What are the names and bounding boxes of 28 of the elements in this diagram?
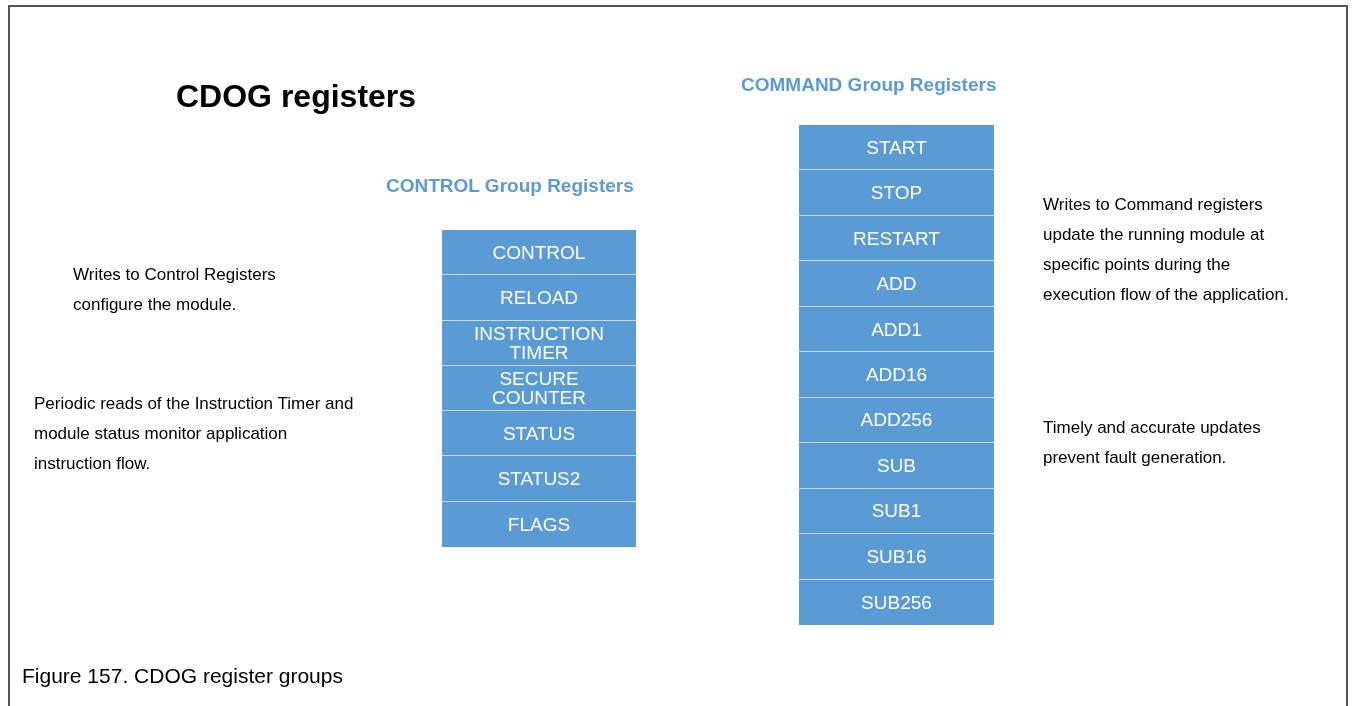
register-cell: FLAGS (442, 501, 636, 547)
register-stack (442, 230, 636, 547)
register-cell: SECURE COUNTER (442, 365, 636, 412)
register-cell: ADD256 (799, 397, 994, 444)
register-cell: SUB16 (799, 534, 994, 580)
register-cell: RELOAD (442, 275, 636, 321)
register-cell: SUB256 (799, 579, 994, 625)
register-cell: ADD16 (799, 352, 994, 398)
register-cell: SUB (799, 443, 994, 489)
annotation-note: Writes to Command registers update the running module at specific points during the execution flow of the application. (1043, 194, 1290, 306)
register-cell: START (799, 125, 994, 171)
diagram-title: CDOG registers (176, 78, 417, 115)
register-cell: STATUS (442, 411, 636, 457)
register-cell: STOP (799, 170, 994, 216)
register-cell: CONTROL (442, 230, 636, 276)
register-cell: STATUS2 (442, 456, 636, 502)
group-heading: COMMAND Group Registers (741, 74, 997, 96)
register-cell: RESTART (799, 215, 994, 262)
annotation-note: Periodic reads of the Instruction Timer and module status monitor application instruction flow. (34, 393, 355, 475)
register-cell: SUB1 (799, 488, 994, 535)
register-cell: ADD1 (799, 306, 994, 353)
group-heading: CONTROL Group Registers (386, 175, 634, 197)
register-stack (799, 125, 994, 625)
figure-caption: Figure 157. CDOG register groups (22, 664, 343, 688)
annotation-note: Writes to Control Registers configure the module. (73, 264, 277, 316)
register-cell: ADD (799, 261, 994, 307)
annotation-note: Timely and accurate updates prevent fault generation. (1043, 417, 1262, 469)
register-cell: INSTRUCTION TIMER (442, 320, 636, 366)
